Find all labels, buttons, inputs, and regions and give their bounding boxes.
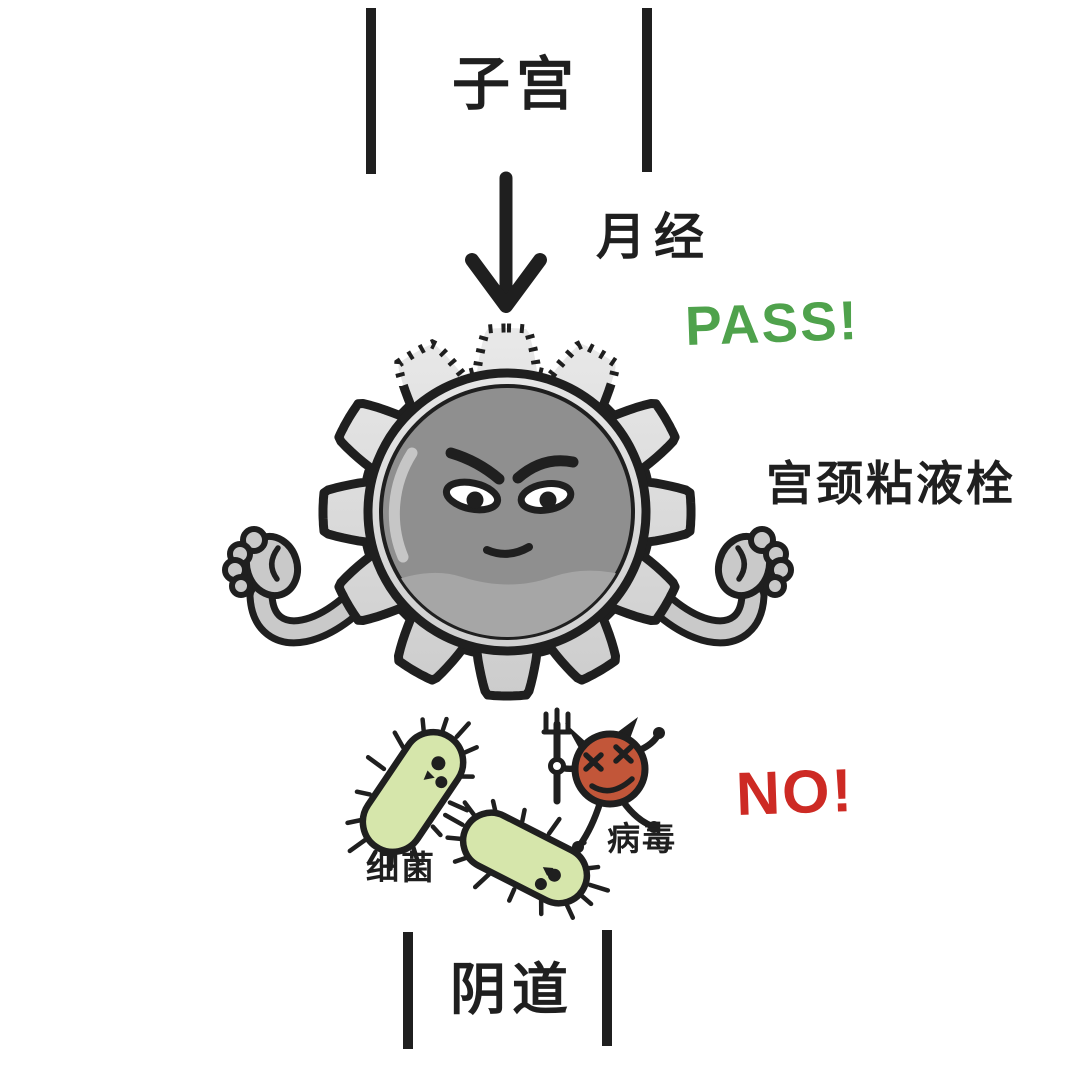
left-eyebrow bbox=[445, 447, 505, 485]
pass-badge: PASS! bbox=[683, 288, 861, 358]
vagina-label: 阴道 bbox=[450, 958, 574, 1021]
left-fist bbox=[222, 526, 302, 600]
gear-face bbox=[363, 368, 651, 656]
virus-label: 病毒 bbox=[607, 820, 677, 857]
no-badge: NO! bbox=[734, 755, 855, 829]
right-fist bbox=[714, 526, 794, 600]
virus-smirk bbox=[589, 776, 635, 794]
virus-left-leg bbox=[576, 799, 604, 849]
virus-x-eyes bbox=[583, 744, 634, 772]
pitchfork-icon bbox=[541, 707, 573, 805]
mucus-plug-label: 宫颈粘液栓 bbox=[766, 457, 1016, 510]
frown-mouth bbox=[483, 543, 533, 558]
virus-icon bbox=[541, 707, 665, 853]
bacterium-1-icon bbox=[345, 716, 479, 871]
gear-character bbox=[222, 323, 794, 701]
uterus-label: 子宫 bbox=[451, 52, 581, 117]
angry-face bbox=[442, 447, 579, 558]
menses-label: 月经 bbox=[596, 209, 712, 265]
bacteria-label: 细菌 bbox=[366, 849, 436, 886]
right-eyebrow bbox=[512, 455, 579, 484]
menses-arrow-icon bbox=[465, 171, 547, 313]
